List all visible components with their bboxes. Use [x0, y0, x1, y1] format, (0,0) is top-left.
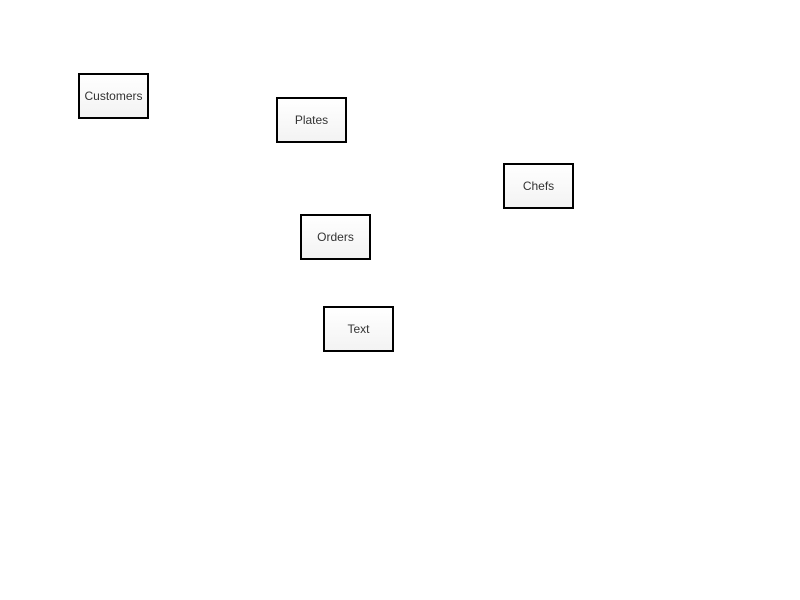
node-customers[interactable]: Customers [78, 73, 149, 119]
node-label: Customers [84, 89, 143, 103]
node-label: Plates [294, 113, 329, 127]
node-label: Chefs [522, 179, 555, 193]
node-orders[interactable]: Orders [300, 214, 371, 260]
node-label: Orders [317, 230, 354, 244]
node-text[interactable]: Text [323, 306, 394, 352]
node-label: Text [347, 322, 370, 336]
node-plates[interactable]: Plates [276, 97, 347, 143]
node-chefs[interactable]: Chefs [503, 163, 574, 209]
